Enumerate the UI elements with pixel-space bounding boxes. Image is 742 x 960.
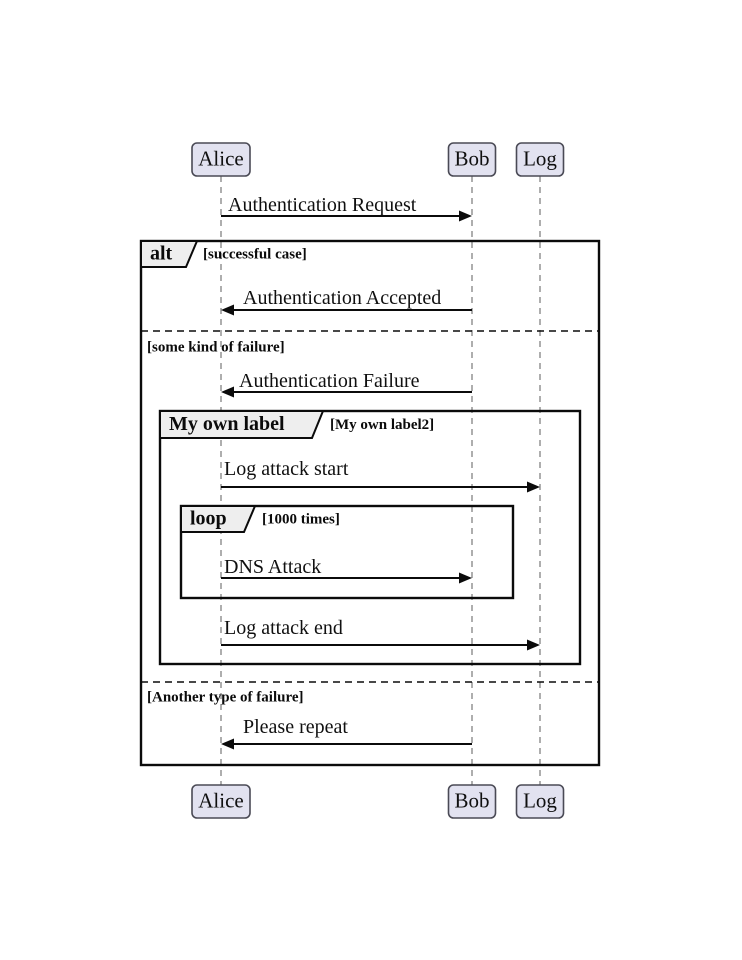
- message-arrowhead: [459, 210, 472, 222]
- message-m2: Authentication Accepted: [221, 287, 472, 316]
- participant-box-shape: [515, 784, 565, 819]
- fragment-else-guard: [Another type of failure]: [147, 689, 304, 705]
- message-m7: Please repeat: [221, 716, 472, 750]
- participant-log-bottom[interactable]: Log: [515, 784, 565, 819]
- fragments-layer: [some kind of failure] [Another type of f…: [139, 239, 601, 767]
- fragment-frag-loop: loop [1000 times]: [179, 504, 515, 600]
- participant-label: Alice: [198, 146, 243, 170]
- participant-alice-top[interactable]: Alice: [191, 142, 251, 177]
- message-label: Log attack start: [224, 458, 349, 480]
- participant-box-shape: [447, 142, 497, 177]
- fragment-frame: [158, 409, 582, 666]
- lifelines-layer: [220, 176, 541, 785]
- message-arrowhead: [221, 386, 234, 398]
- message-m4: Log attack start: [221, 458, 540, 493]
- fragment-tab-shape: [140, 240, 199, 268]
- message-label: Authentication Failure: [239, 370, 420, 392]
- fragment-else-guard: [some kind of failure]: [147, 339, 285, 355]
- fragment-frame: [179, 504, 515, 600]
- message-m1: Authentication Request: [221, 194, 472, 222]
- message-label: Authentication Request: [228, 194, 417, 216]
- message-label: DNS Attack: [224, 556, 321, 578]
- fragment-operator-label: loop: [190, 508, 227, 530]
- participant-box-shape: [191, 142, 251, 177]
- participant-alice-bottom[interactable]: Alice: [191, 784, 251, 819]
- fragment-operator-label: My own label: [169, 413, 285, 435]
- message-arrowhead: [459, 572, 472, 584]
- participant-box-shape: [515, 142, 565, 177]
- fragment-guard-label: [My own label2]: [330, 417, 434, 433]
- participant-label: Log: [523, 146, 557, 170]
- message-m3: Authentication Failure: [221, 370, 472, 398]
- message-m6: Log attack end: [221, 617, 540, 651]
- message-arrowhead: [527, 639, 540, 651]
- participant-box-shape: [447, 784, 497, 819]
- fragment-frame: [139, 239, 601, 767]
- message-label: Authentication Accepted: [243, 287, 441, 309]
- participant-bob-bottom[interactable]: Bob: [447, 784, 497, 819]
- fragment-operator-label: alt: [150, 243, 173, 265]
- message-arrowhead: [221, 304, 234, 316]
- participant-label: Alice: [198, 788, 243, 812]
- participant-label: Log: [523, 788, 557, 812]
- fragment-frag-my-own-label: My own label [My own label2]: [158, 409, 582, 666]
- participant-label: Bob: [454, 146, 489, 170]
- fragment-tab-shape: [159, 410, 325, 439]
- message-arrowhead: [221, 738, 234, 750]
- message-arrowhead: [527, 481, 540, 493]
- message-label: Log attack end: [224, 617, 343, 639]
- participant-log-top[interactable]: Log: [515, 142, 565, 177]
- fragment-guard-label: [1000 times]: [262, 511, 340, 527]
- participant-bob-top[interactable]: Bob: [447, 142, 497, 177]
- participant-label: Bob: [454, 788, 489, 812]
- message-m5: DNS Attack: [221, 556, 472, 584]
- participant-box-shape: [191, 784, 251, 819]
- fragment-tab-shape: [180, 505, 257, 533]
- message-label: Please repeat: [243, 716, 348, 738]
- fragment-guard-label: [successful case]: [203, 246, 307, 262]
- fragment-frag-alt: [some kind of failure] [Another type of f…: [139, 239, 601, 767]
